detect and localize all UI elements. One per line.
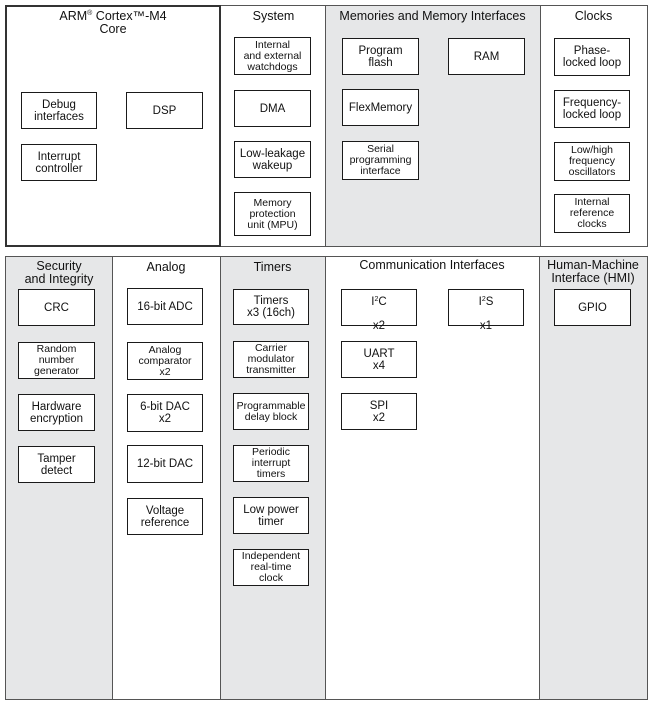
i2s-sup: 2 [481, 295, 486, 303]
dma-block: DMA [234, 90, 311, 127]
core-brand: ARM [59, 9, 88, 23]
i2c-sup: 2 [374, 295, 379, 303]
bottom-divider-3 [325, 256, 326, 700]
i2c-count: x2 [372, 319, 386, 332]
core-title-rest: Cortex™-M4 [92, 9, 167, 23]
system-title: System [252, 9, 295, 23]
bottom-row-frame [5, 256, 648, 700]
random-number-generator-block: Random number generator [18, 342, 95, 379]
i2s-block: I2S x1 [448, 289, 524, 332]
serial-programming-interface-block: Serial programming interface [342, 141, 419, 180]
timers-section: Timers Timers x3 (16ch) Carrier modulato… [220, 257, 325, 699]
core-section: ARM® Cortex™-M4 Core Debug interfaces DS… [5, 5, 221, 247]
hmi-section: Human-Machine Interface (HMI) GPIO [539, 257, 647, 699]
i2c-block: I2C x2 [341, 289, 417, 332]
communication-title: Communication Interfaces [359, 258, 505, 272]
i2c-suffix: C [378, 295, 387, 308]
core-title: ARM® Cortex™-M4 Core [7, 10, 219, 36]
12-bit-dac-block: 12-bit DAC [127, 445, 203, 483]
oscillators-block: Low/high frequency oscillators [554, 142, 630, 181]
mpu-block: Memory protection unit (MPU) [234, 192, 311, 236]
bottom-divider-4 [539, 256, 540, 700]
watchdogs-block: Internal and external watchdogs [234, 37, 311, 75]
i2c-prefix: I [371, 295, 375, 308]
top-divider-2 [540, 5, 541, 247]
clocks-section: Clocks Phase- locked loop Frequency- loc… [540, 6, 647, 246]
debug-interfaces-block: Debug interfaces [21, 92, 97, 129]
i2s-prefix: I [478, 295, 482, 308]
6-bit-dac-block: 6-bit DAC x2 [127, 394, 203, 432]
memories-section: Memories and Memory Interfaces Program f… [325, 6, 540, 246]
hardware-encryption-block: Hardware encryption [18, 394, 95, 431]
spi-block: SPI x2 [341, 393, 417, 430]
security-title: Security and Integrity [24, 259, 94, 286]
16-bit-adc-block: 16-bit ADC [127, 288, 203, 325]
analog-title: Analog [146, 260, 186, 274]
analog-comparator-block: Analog comparator x2 [127, 342, 203, 380]
interrupt-controller-block: Interrupt controller [21, 144, 97, 181]
registered-mark: ® [87, 10, 93, 17]
timers-x3-block: Timers x3 (16ch) [233, 289, 309, 325]
top-divider-1 [325, 5, 326, 247]
dsp-block: DSP [126, 92, 203, 129]
internal-reference-clocks-block: Internal reference clocks [554, 194, 630, 233]
ram-block: RAM [448, 38, 525, 75]
periodic-interrupt-timers-block: Periodic interrupt timers [233, 445, 309, 482]
tamper-detect-block: Tamper detect [18, 446, 95, 483]
carrier-modulator-transmitter-block: Carrier modulator transmitter [233, 341, 309, 378]
low-leakage-wakeup-block: Low-leakage wakeup [234, 141, 311, 178]
hmi-title: Human-Machine Interface (HMI) [547, 258, 639, 285]
programmable-delay-block: Programmable delay block [233, 393, 309, 430]
communication-section: Communication Interfaces I2C x2 I2S x1 U… [325, 257, 539, 699]
flexmemory-block: FlexMemory [342, 89, 419, 126]
low-power-timer-block: Low power timer [233, 497, 309, 534]
analog-section: Analog 16-bit ADC Analog comparator x2 6… [112, 257, 220, 699]
voltage-reference-block: Voltage reference [127, 498, 203, 535]
i2s-suffix: S [485, 295, 494, 308]
security-section: Security and Integrity CRC Random number… [6, 257, 112, 699]
system-section: System Internal and external watchdogs D… [222, 6, 325, 246]
bottom-divider-1 [112, 256, 113, 700]
independent-rtc-block: Independent real-time clock [233, 549, 309, 586]
phase-locked-loop-block: Phase- locked loop [554, 38, 630, 76]
timers-title: Timers [253, 260, 292, 274]
uart-block: UART x4 [341, 341, 417, 378]
gpio-block: GPIO [554, 289, 631, 326]
memories-title: Memories and Memory Interfaces [339, 9, 526, 23]
core-title-line2: Core [99, 22, 127, 36]
bottom-divider-2 [220, 256, 221, 700]
frequency-locked-loop-block: Frequency- locked loop [554, 90, 630, 128]
i2s-count: x1 [479, 319, 493, 332]
clocks-title: Clocks [574, 9, 613, 23]
i2s-label: I2S x1 [479, 284, 494, 332]
crc-block: CRC [18, 289, 95, 326]
program-flash-block: Program flash [342, 38, 419, 75]
i2c-label: I2C x2 [371, 284, 386, 332]
